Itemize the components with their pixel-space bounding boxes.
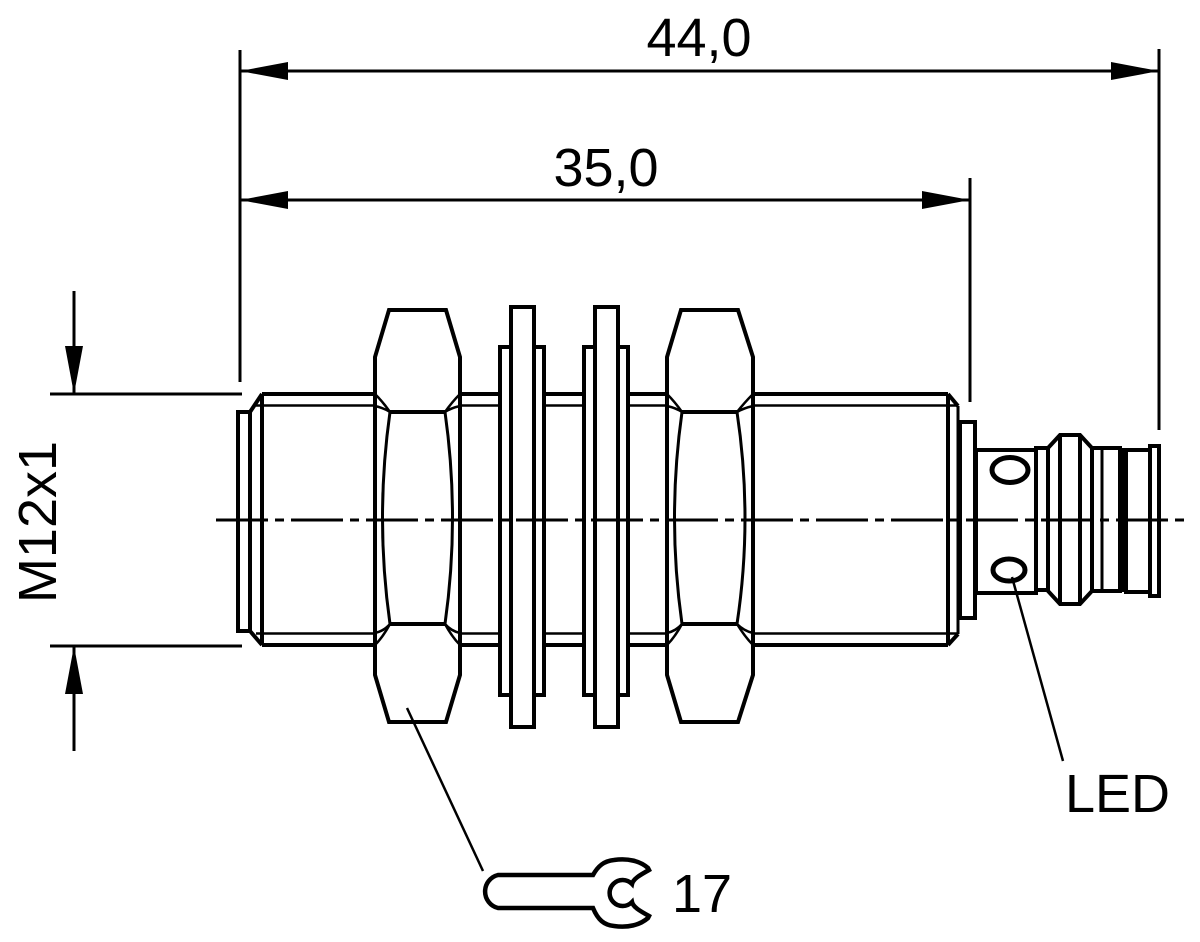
hex-nut-front bbox=[373, 308, 462, 724]
washer-1 bbox=[498, 305, 546, 729]
wrench-icon bbox=[482, 857, 652, 929]
led-label: LED bbox=[1065, 764, 1170, 824]
wrench-size-label: 17 bbox=[672, 864, 732, 924]
arrowhead-up bbox=[65, 646, 83, 694]
led-window-top bbox=[989, 455, 1031, 485]
dimension-overall-length bbox=[238, 49, 1161, 430]
hex-nut-rear bbox=[665, 308, 755, 724]
sensor-body bbox=[216, 305, 1188, 729]
wrench-leader-line bbox=[405, 707, 485, 872]
led-leader-line bbox=[1010, 576, 1065, 762]
arrowhead-left bbox=[240, 62, 288, 80]
dimension-threaded-length-label: 35,0 bbox=[553, 138, 658, 198]
wrench-callout bbox=[405, 707, 652, 929]
washer-2 bbox=[582, 305, 630, 729]
led-callout bbox=[1010, 576, 1065, 762]
dimension-thread-diameter bbox=[50, 291, 242, 751]
arrowhead-left bbox=[240, 191, 288, 209]
thread-spec-label: M12x1 bbox=[8, 441, 68, 603]
dimension-threaded-length bbox=[240, 178, 972, 402]
led-window-bottom bbox=[990, 556, 1028, 584]
arrowhead-right bbox=[922, 191, 970, 209]
arrowhead-down bbox=[65, 346, 83, 394]
arrowhead-right bbox=[1111, 62, 1159, 80]
dimension-overall-length-label: 44,0 bbox=[646, 8, 751, 68]
